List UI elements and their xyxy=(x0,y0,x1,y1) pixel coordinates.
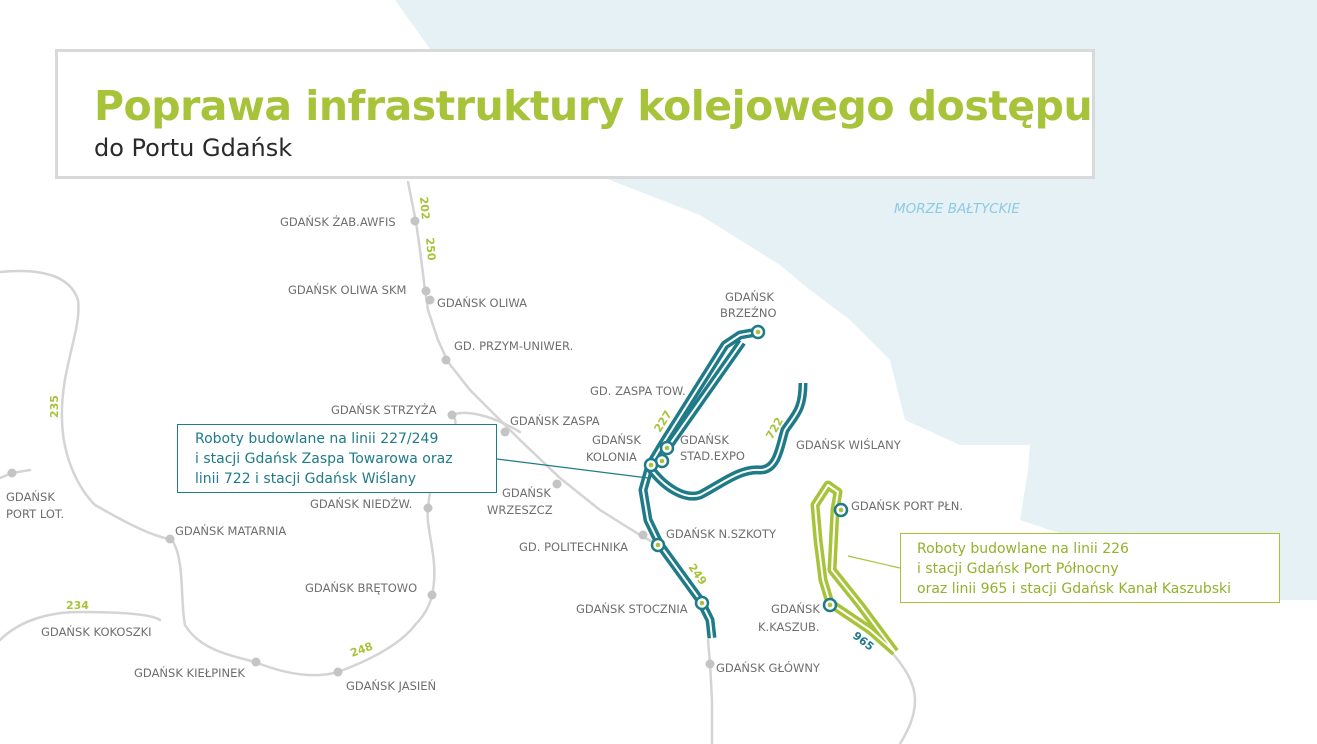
teal-callout-leader xyxy=(496,458,649,479)
callout-line: i stacji Gdańsk Zaspa Towarowa oraz xyxy=(195,451,453,467)
station-dot xyxy=(333,667,343,677)
station-dot xyxy=(425,295,435,305)
station-labels: GDAŃSK ŻAB.AWFIS GDAŃSK OLIWA SKM GDAŃSK… xyxy=(6,214,963,693)
station-label: GDAŃSK KOKOSZKI xyxy=(41,624,152,639)
gray-stations xyxy=(7,216,715,677)
station-dot xyxy=(410,216,420,226)
station-label: GDAŃSK xyxy=(592,432,641,447)
station-label: GD. ZASPA TOW. xyxy=(590,384,686,398)
station-label: GDAŃSK GŁÓWNY xyxy=(716,660,821,675)
teal-stations xyxy=(643,324,849,613)
gray-rail-network xyxy=(0,180,917,744)
station-dot xyxy=(705,659,715,669)
station-label: KOLONIA xyxy=(586,450,637,464)
station-label: GDAŃSK ZASPA xyxy=(510,413,600,428)
station-label: GDAŃSK STRZYŻA xyxy=(331,402,437,417)
station-label: GDAŃSK xyxy=(725,289,774,304)
station-label: GDAŃSK PORT PŁN. xyxy=(851,498,963,513)
station-dot xyxy=(251,657,261,667)
teal-rail-lines xyxy=(638,327,808,639)
station-dot xyxy=(165,534,175,544)
line-number: 250 xyxy=(423,237,438,261)
station-dot xyxy=(423,503,433,513)
station-label: GD. POLITECHNIKA xyxy=(519,540,628,554)
green-callout-leader xyxy=(847,555,901,569)
station-dot xyxy=(447,410,457,420)
station-label: GDAŃSK xyxy=(680,432,729,447)
station-label: BRZEŹNO xyxy=(720,305,777,320)
station-label: GD. PRZYM-UNIWER. xyxy=(454,339,573,353)
station-label: GDAŃSK OLIWA xyxy=(437,295,527,310)
station-label: K.KASZUB. xyxy=(758,620,820,634)
page-title: Poprawa infrastruktury kolejowego dostęp… xyxy=(94,82,1093,130)
line-number: 235 xyxy=(48,395,61,418)
line-number: 202 xyxy=(417,196,432,220)
station-label: GDAŃSK N.SZKOTY xyxy=(666,526,777,541)
callout-line: Roboty budowlane na linii 227/249 xyxy=(195,431,439,447)
station-label: WRZESZCZ xyxy=(487,503,553,517)
station-dot xyxy=(638,530,648,540)
station-dot xyxy=(427,590,437,600)
station-label: GDAŃSK WIŚLANY xyxy=(796,437,902,452)
station-dot xyxy=(500,427,510,437)
station-label: GDAŃSK JASIEŃ xyxy=(346,678,436,693)
teal-callout: Roboty budowlane na linii 227/249 i stac… xyxy=(177,424,497,493)
station-label: GDAŃSK xyxy=(771,601,820,616)
green-callout: Roboty budowlane na linii 226 i stacji G… xyxy=(900,533,1280,603)
callout-line: oraz linii 965 i stacji Gdańsk Kanał Kas… xyxy=(917,581,1232,597)
sea-label: MORZE BAŁTYCKIE xyxy=(894,201,1020,217)
station-dot xyxy=(7,468,17,478)
title-box: Poprawa infrastruktury kolejowego dostęp… xyxy=(55,49,1095,179)
station-label: GDAŃSK STOCZNIA xyxy=(576,601,688,616)
station-dot xyxy=(441,355,451,365)
callout-line: Roboty budowlane na linii 226 xyxy=(917,541,1129,557)
station-label: GDAŃSK OLIWA SKM xyxy=(288,282,406,297)
station-label: GDAŃSK BRĘTOWO xyxy=(305,580,417,595)
station-label: GDAŃSK xyxy=(6,489,55,504)
station-label: GDAŃSK KIEŁPINEK xyxy=(134,665,245,680)
station-label: STAD.EXPO xyxy=(680,449,745,463)
station-dot xyxy=(421,286,431,296)
station-label: PORT LOT. xyxy=(6,507,64,521)
station-dot xyxy=(552,479,562,489)
callout-line: linii 722 i stacji Gdańsk Wiślany xyxy=(195,471,417,487)
station-label: GDAŃSK ŻAB.AWFIS xyxy=(280,214,396,229)
station-label: GDAŃSK xyxy=(502,485,551,500)
line-number: 234 xyxy=(66,599,89,612)
page-subtitle: do Portu Gdańsk xyxy=(94,134,293,162)
station-label: GDAŃSK MATARNIA xyxy=(175,523,286,538)
station-label: GDAŃSK NIEDŹW. xyxy=(310,496,412,511)
callout-line: i stacji Gdańsk Port Północny xyxy=(917,561,1119,577)
